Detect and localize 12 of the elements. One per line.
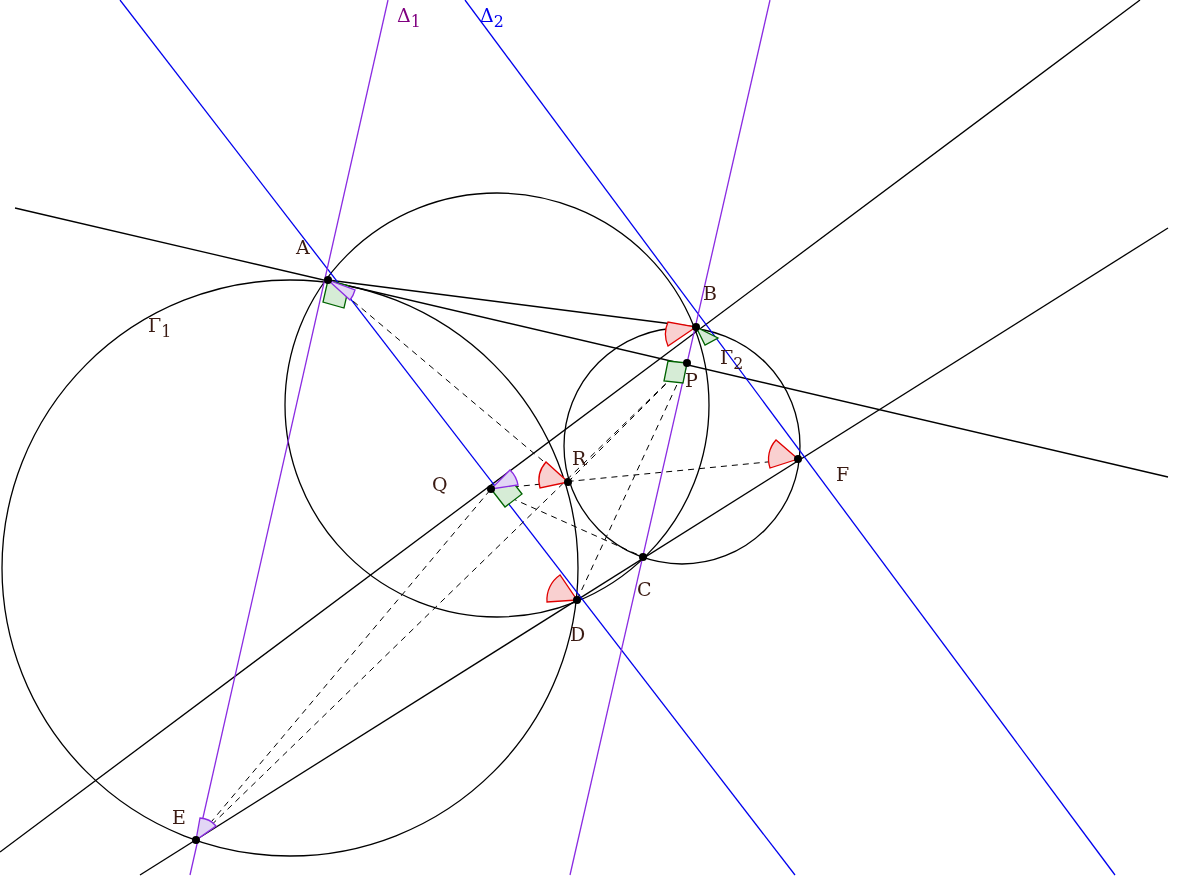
point-label: P xyxy=(685,371,698,390)
line-label: Δ$_{2}$ xyxy=(480,6,504,30)
point-label: R xyxy=(572,449,587,468)
point-label: Q xyxy=(432,475,448,494)
point-label: A xyxy=(296,238,310,257)
point-label: B xyxy=(703,284,717,303)
curve-label: Γ$_{1}$ xyxy=(148,316,172,340)
line-label: Δ$_{1}$ xyxy=(397,6,421,30)
point-label: D xyxy=(570,625,586,644)
point-label: C xyxy=(637,580,652,599)
point-label: F xyxy=(836,465,850,484)
point-label: E xyxy=(172,808,186,827)
